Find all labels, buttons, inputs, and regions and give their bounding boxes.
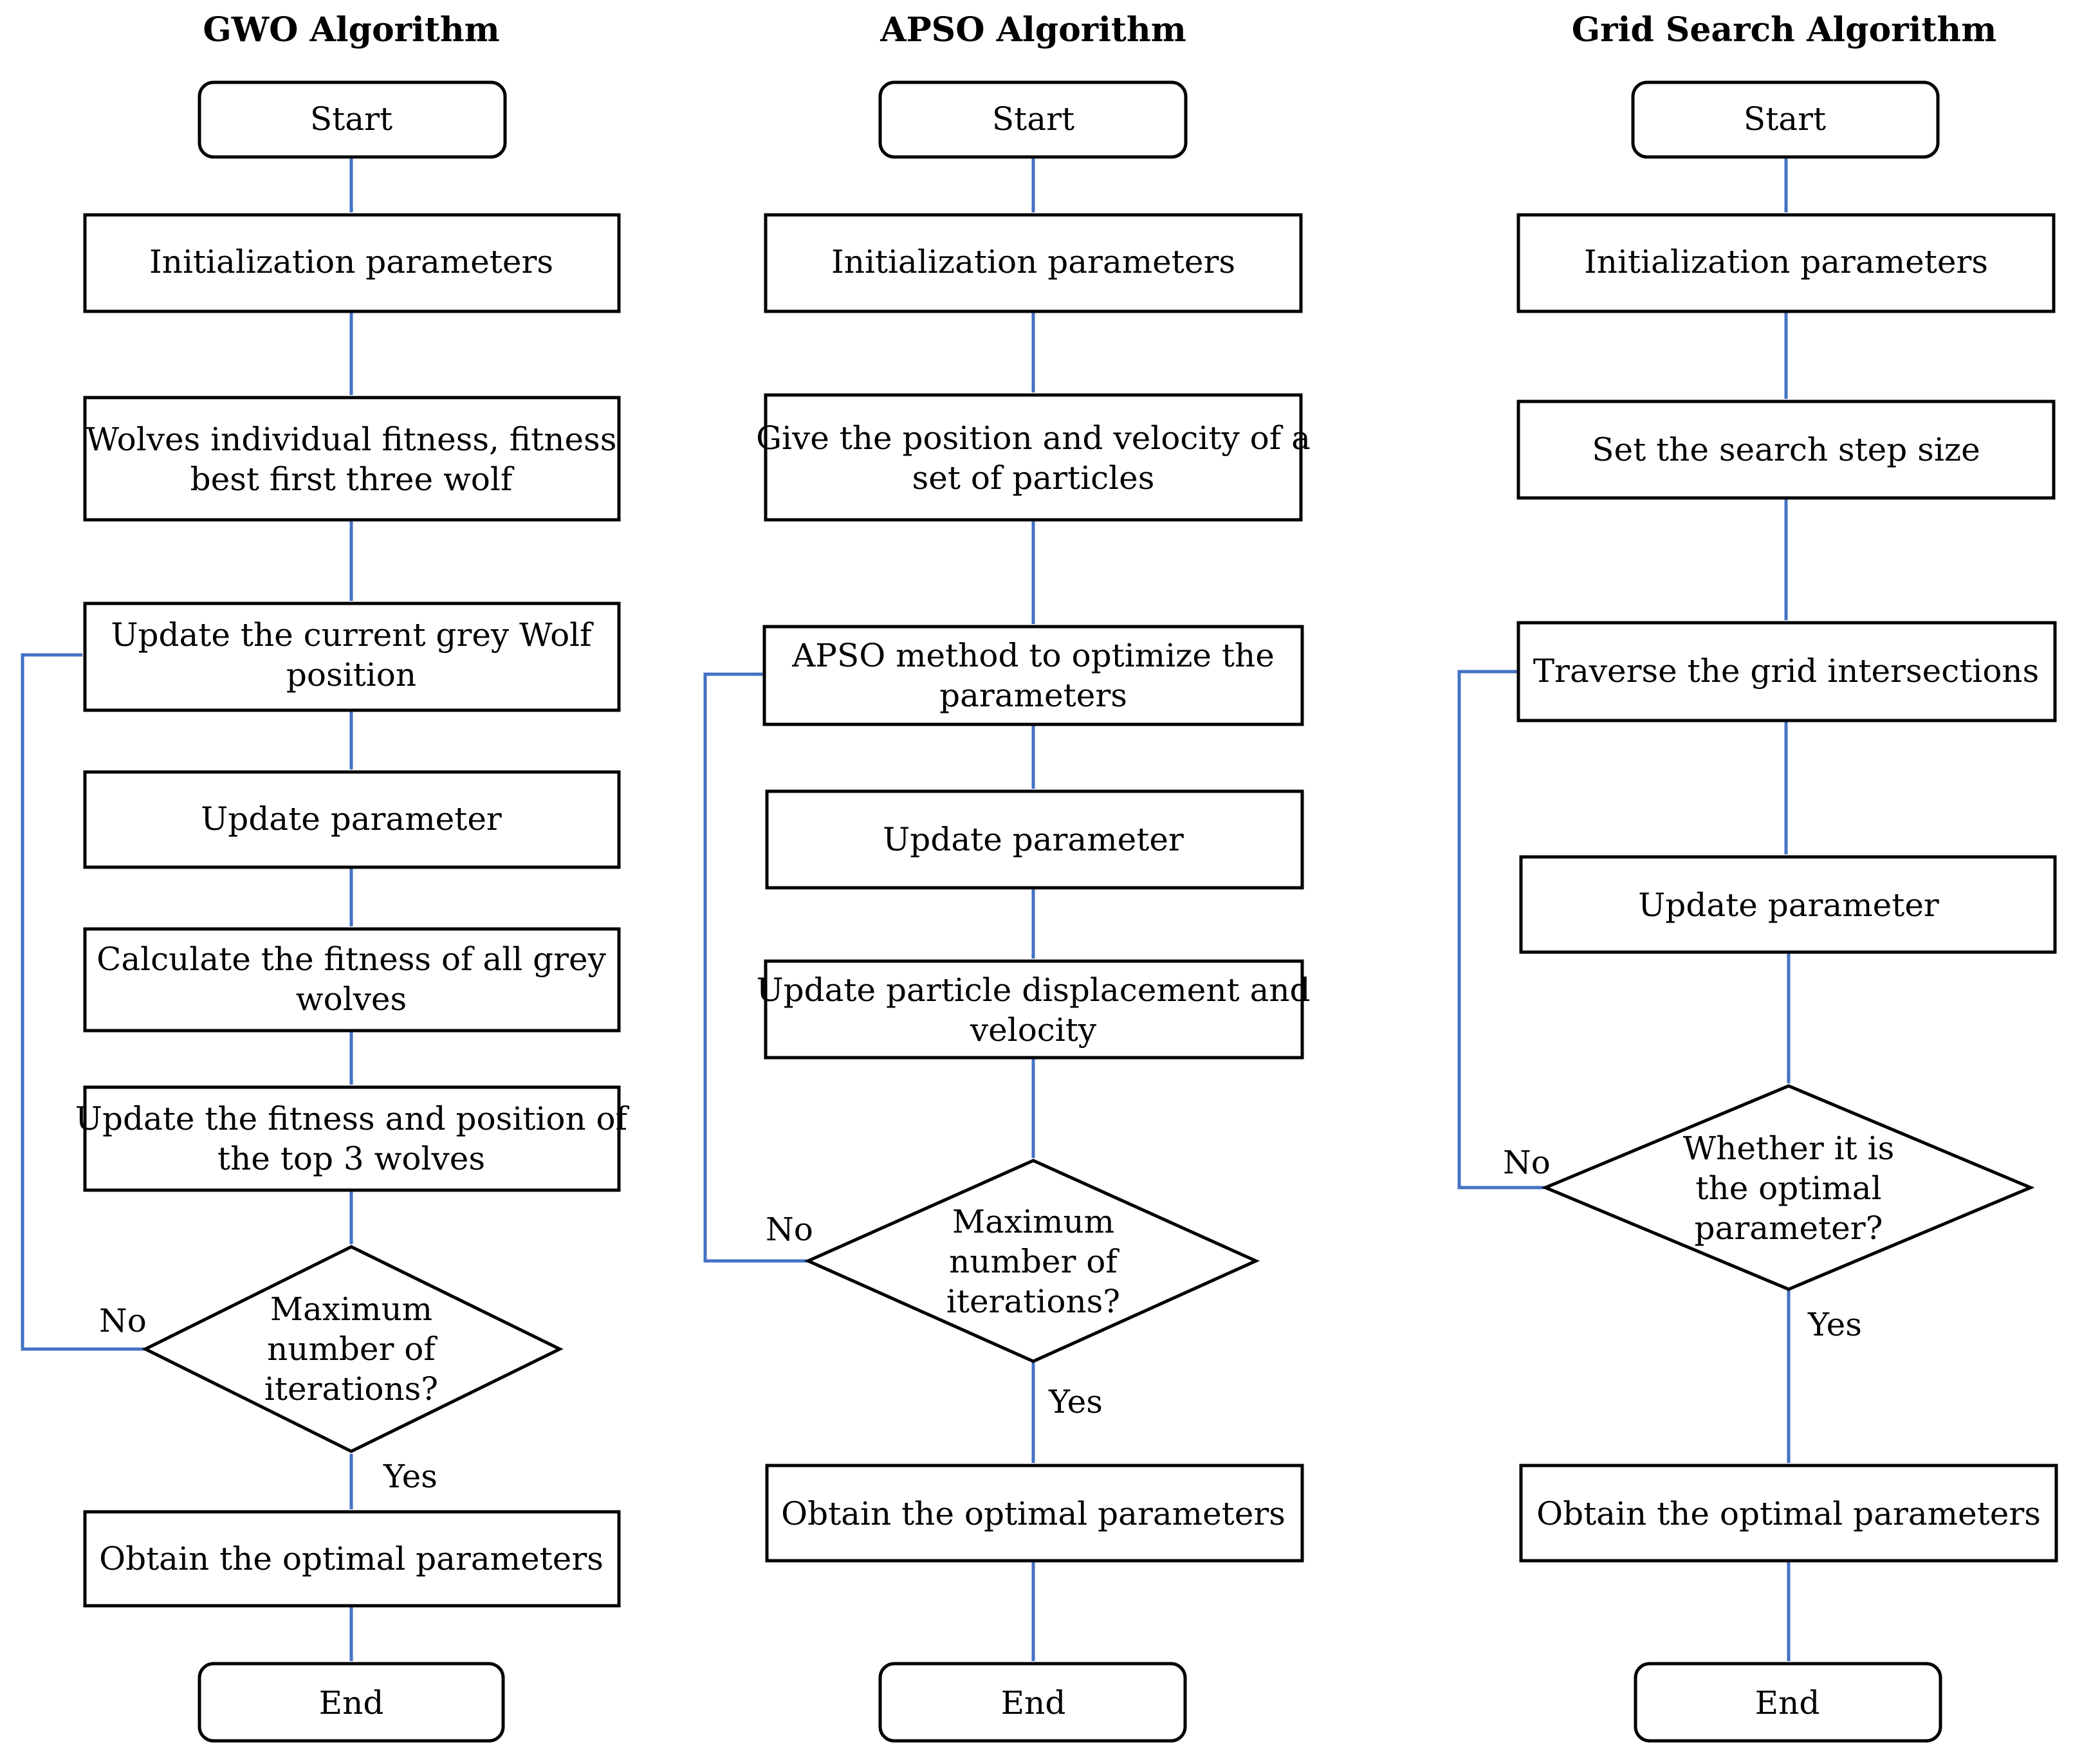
gwo-update-position-label-1: Update the current grey Wolf [111,616,594,654]
apso-method-box [762,625,1304,726]
grid-decision-label-1: Whether it is [1683,1130,1895,1167]
grid-title: Grid Search Algorithm [1572,10,1996,50]
grid-start-label: Start [1744,100,1826,138]
grid-decision-diamond [1541,1084,2035,1291]
gwo-update-position-box [83,602,621,712]
apso-update-particle-label-1: Update particle displacement and [756,971,1310,1009]
gwo-decision-label-3: iterations? [264,1370,438,1408]
apso-init-box [764,213,1303,313]
gwo-update-top3-label-1: Update the fitness and position of [75,1100,630,1137]
gwo-calc-fitness-box [83,927,621,1033]
grid-update-param-label: Update parameter [1638,887,1939,924]
apso-init-label: Initialization parameters [831,243,1235,280]
apso-method-label-2: parameters [939,677,1127,714]
gwo-update-top3-box [83,1085,621,1192]
gwo-no-label: No [99,1302,147,1339]
gwo-update-position-label-2: position [286,656,416,694]
gwo-decision-label-2: number of [267,1330,438,1368]
apso-obtain-label: Obtain the optimal parameters [781,1495,1285,1532]
grid-edge-no-loop [1457,670,1545,1190]
grid-update-param-box [1519,855,2057,954]
gwo-start-label: Start [310,100,392,138]
apso-no-label: No [766,1211,813,1248]
apso-decision-label-1: Maximum [952,1203,1114,1240]
apso-method-label-1: APSO method to optimize the [791,637,1275,674]
grid-decision-label-2: the optimal [1695,1170,1881,1207]
grid-flow: Start Initialization parameters Set the … [1457,80,2058,1743]
gwo-edge-no-loop [21,653,145,1351]
apso-decision-diamond [804,1159,1260,1363]
gwo-yes-label: Yes [383,1458,438,1495]
gwo-title: GWO Algorithm [203,10,499,50]
grid-end-node [1634,1662,1942,1743]
gwo-calc-fitness-label-2: wolves [296,980,407,1018]
grid-no-label: No [1503,1144,1551,1181]
gwo-fitness-label-1: Wolves individual fitness, fitness [86,421,617,458]
gwo-flow: Start Initialization parameters Wolves i… [21,80,630,1743]
grid-init-box [1516,213,2056,313]
grid-end-label: End [1755,1684,1820,1722]
grid-yes-label: Yes [1807,1306,1862,1343]
gwo-decision-label-1: Maximum [270,1291,432,1328]
apso-decision-label-2: number of [949,1243,1119,1280]
apso-obtain-box [765,1464,1304,1563]
grid-step-box [1516,400,2056,500]
gwo-update-param-box [83,770,621,869]
grid-step-label: Set the search step size [1592,431,1980,468]
gwo-init-label: Initialization parameters [149,243,553,280]
gwo-update-top3-label-2: the top 3 wolves [217,1140,485,1177]
gwo-end-node [198,1662,505,1743]
gwo-decision-diamond [142,1245,564,1453]
apso-start-label: Start [992,100,1074,138]
grid-start-node [1631,80,1940,159]
apso-update-particle-box [764,959,1304,1060]
apso-update-particle-label-2: velocity [970,1011,1097,1049]
grid-init-label: Initialization parameters [1584,243,1988,280]
apso-start-node [878,80,1188,159]
gwo-update-param-label: Update parameter [201,800,502,838]
apso-edge-no-loop [703,672,808,1263]
grid-traverse-label: Traverse the grid intersections [1533,652,2040,690]
apso-yes-label: Yes [1048,1383,1103,1420]
grid-traverse-box [1516,621,2057,722]
gwo-fitness-label-2: best first three wolf [190,461,515,498]
apso-title: APSO Algorithm [880,10,1186,50]
apso-decision-label-3: iterations? [946,1283,1120,1320]
gwo-fitness-box [83,396,621,522]
gwo-calc-fitness-label-1: Calculate the fitness of all grey [97,941,607,978]
apso-update-param-box [765,789,1304,890]
grid-obtain-box [1519,1464,2058,1563]
gwo-init-box [83,213,621,313]
grid-decision-label-3: parameter? [1695,1209,1883,1247]
grid-obtain-label: Obtain the optimal parameters [1536,1495,2041,1532]
apso-give-label-1: Give the position and velocity of a [756,419,1311,457]
apso-end-node [878,1662,1187,1743]
gwo-obtain-box [83,1510,621,1608]
apso-end-label: End [1001,1684,1066,1722]
apso-give-label-2: set of particles [912,459,1155,497]
gwo-start-node [198,80,507,159]
apso-update-param-label: Update parameter [883,821,1184,858]
apso-give-box [764,393,1303,522]
gwo-obtain-label: Obtain the optimal parameters [99,1540,603,1577]
apso-flow: Start Initialization parameters Give the… [703,80,1311,1743]
gwo-end-label: End [319,1684,384,1722]
